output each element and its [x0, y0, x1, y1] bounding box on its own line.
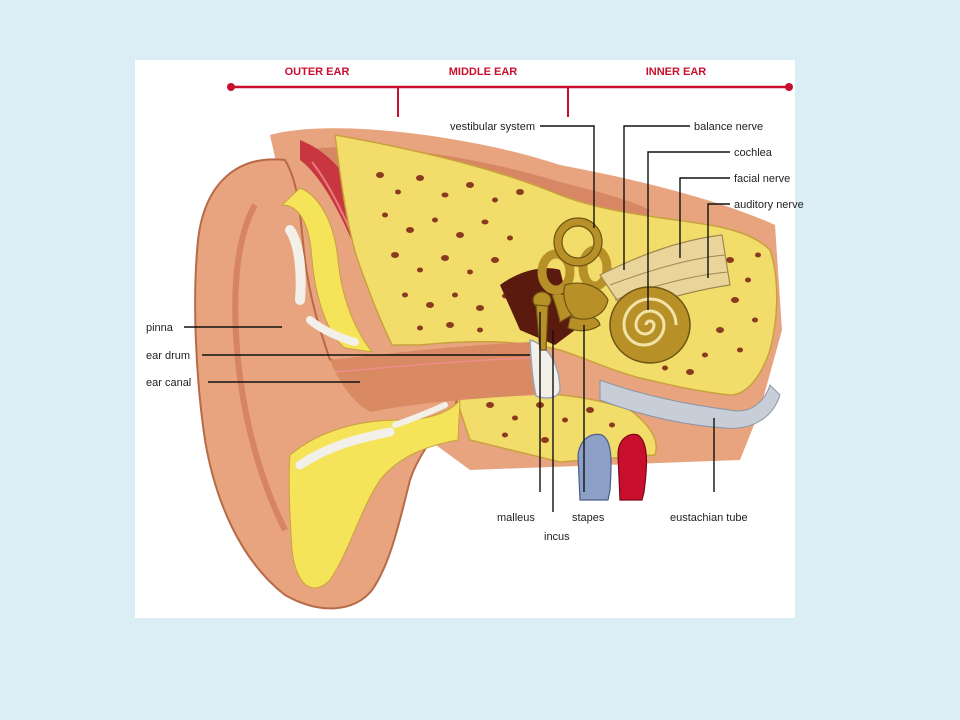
label-cochlea: cochlea — [734, 147, 773, 159]
eustachian-tube-shape — [599, 379, 781, 429]
label-eustachian-tube: eustachian tube — [670, 512, 748, 524]
label-stapes: stapes — [572, 512, 605, 524]
pinna-shape — [194, 158, 462, 610]
label-auditory-nerve: auditory nerve — [734, 199, 804, 211]
section-ruler — [227, 83, 793, 117]
section-label-inner-ear: INNER EAR — [646, 66, 707, 78]
semicircular-canals — [537, 217, 612, 295]
label-malleus: malleus — [497, 512, 535, 524]
cartilage-upper — [280, 187, 374, 353]
vestibule — [563, 282, 609, 320]
bone-pores — [376, 172, 761, 443]
leader-lines — [184, 125, 730, 512]
label-incus: incus — [544, 531, 570, 543]
section-label-middle-ear: MIDDLE EAR — [449, 66, 518, 78]
cochlea-shape — [609, 286, 691, 364]
section-label-outer-ear: OUTER EAR — [285, 66, 350, 78]
label-facial-nerve: facial nerve — [734, 173, 790, 185]
label-ear-canal: ear canal — [146, 377, 191, 389]
blood-vessel-vein — [577, 433, 612, 501]
label-vestibular-system: vestibular system — [450, 121, 535, 133]
pinna-fold — [232, 203, 288, 532]
label-ear-drum: ear drum — [146, 350, 190, 362]
label-balance-nerve: balance nerve — [694, 121, 763, 133]
label-pinna: pinna — [146, 322, 174, 334]
blood-vessel-artery — [617, 433, 648, 501]
